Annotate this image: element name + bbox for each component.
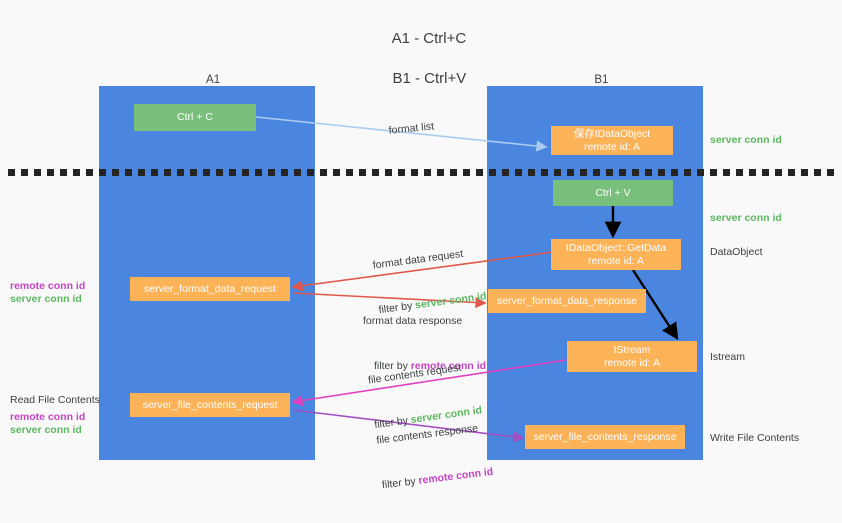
arrow-getdata-to-istream xyxy=(631,269,679,341)
edge-label-format-data-request-line1: format data request xyxy=(372,247,464,272)
column-a1-name: A1 xyxy=(206,74,221,86)
note-istream: Istream xyxy=(710,351,746,363)
node-ctrl-c[interactable]: Ctrl + C xyxy=(134,104,256,131)
node-save-idataobject-line2: remote id: A xyxy=(583,140,641,153)
arrow-format-list xyxy=(255,116,548,152)
node-server-file-contents-request-label: server_file_contents_request xyxy=(142,398,278,411)
note-server-conn-id-2: server conn id xyxy=(10,424,82,436)
note-server-conn-id-1: server conn id xyxy=(10,293,82,305)
edge-label-file-contents-response-line1: file contents response xyxy=(375,422,479,447)
edge-label-file-contents-response-line2: filter by remote conn id xyxy=(381,465,494,494)
edge-label-format-data-response-line1: format data response xyxy=(363,315,463,327)
node-server-format-data-request-label: server_format_data_request xyxy=(144,282,276,295)
title-line-1: A1 - Ctrl+C xyxy=(391,30,467,47)
arrow-file-contents-request xyxy=(291,359,567,407)
node-ctrl-v-line1: Ctrl + V xyxy=(595,186,631,199)
node-istream-line2: remote id: A xyxy=(603,356,661,369)
node-server-format-data-response-label: server_format_data_response xyxy=(496,294,638,307)
node-save-idataobject-line1: 保存IDataObject xyxy=(573,127,651,140)
node-server-file-contents-response[interactable]: server_file_contents_response xyxy=(525,425,685,449)
filter-by-prefix-4: filter by xyxy=(381,474,420,492)
arrow-format-data-response xyxy=(292,292,487,309)
diagram-title: A1 - Ctrl+C B1 - Ctrl+V xyxy=(0,9,842,109)
phase-divider-dashed-line xyxy=(8,169,834,176)
arrow-format-data-request xyxy=(291,251,554,292)
remote-conn-id-key-1: remote conn id xyxy=(410,360,487,372)
edge-label-file-contents-request-line1: file contents request xyxy=(367,361,463,387)
edge-label-format-list-text: format list xyxy=(388,120,435,137)
node-ctrl-v[interactable]: Ctrl + V xyxy=(553,180,673,206)
edge-label-format-data-response: format data response filter by remote co… xyxy=(363,284,486,404)
node-istream[interactable]: IStream remote id: A xyxy=(567,341,697,372)
node-getdata-line1: IDataObject::GetData xyxy=(565,241,667,254)
edge-label-file-contents-response: file contents response filter by remote … xyxy=(372,390,498,523)
note-read-file-contents: Read File Contents xyxy=(10,394,100,406)
node-save-idataobject[interactable]: 保存IDataObject remote id: A xyxy=(551,126,673,155)
diagram-canvas: A1 - Ctrl+C B1 - Ctrl+V A1 remote B1 con… xyxy=(0,9,842,491)
arrow-file-contents-response xyxy=(292,409,525,443)
note-server-conn-id-top: server conn id xyxy=(710,134,782,146)
filter-by-prefix-2: filter by xyxy=(374,360,411,372)
node-istream-line1: IStream xyxy=(613,343,651,356)
note-remote-conn-id-1: remote conn id xyxy=(10,280,86,292)
note-write-file-contents: Write File Contents xyxy=(710,432,800,444)
node-server-file-contents-request[interactable]: server_file_contents_request xyxy=(130,393,290,417)
note-remote-conn-id-2: remote conn id xyxy=(10,411,86,423)
title-line-2: B1 - Ctrl+V xyxy=(392,70,467,87)
note-data-object: DataObject xyxy=(710,246,763,258)
node-server-format-data-request[interactable]: server_format_data_request xyxy=(130,277,290,301)
node-server-file-contents-response-label: server_file_contents_response xyxy=(533,430,677,443)
note-server-conn-id-mid: server conn id xyxy=(710,212,782,224)
edge-label-format-data-response-line2: filter by remote conn id xyxy=(363,359,486,374)
arrow-layer xyxy=(255,116,679,443)
node-getdata-line2: remote id: A xyxy=(587,254,645,267)
node-idataobject-getdata[interactable]: IDataObject::GetData remote id: A xyxy=(551,239,681,270)
edge-label-format-list: format list xyxy=(375,105,436,155)
node-ctrl-c-line1: Ctrl + C xyxy=(177,111,213,123)
remote-conn-id-key-2: remote conn id xyxy=(417,465,494,487)
node-server-format-data-response[interactable]: server_format_data_response xyxy=(488,289,646,313)
column-b1-name: B1 xyxy=(594,74,609,86)
